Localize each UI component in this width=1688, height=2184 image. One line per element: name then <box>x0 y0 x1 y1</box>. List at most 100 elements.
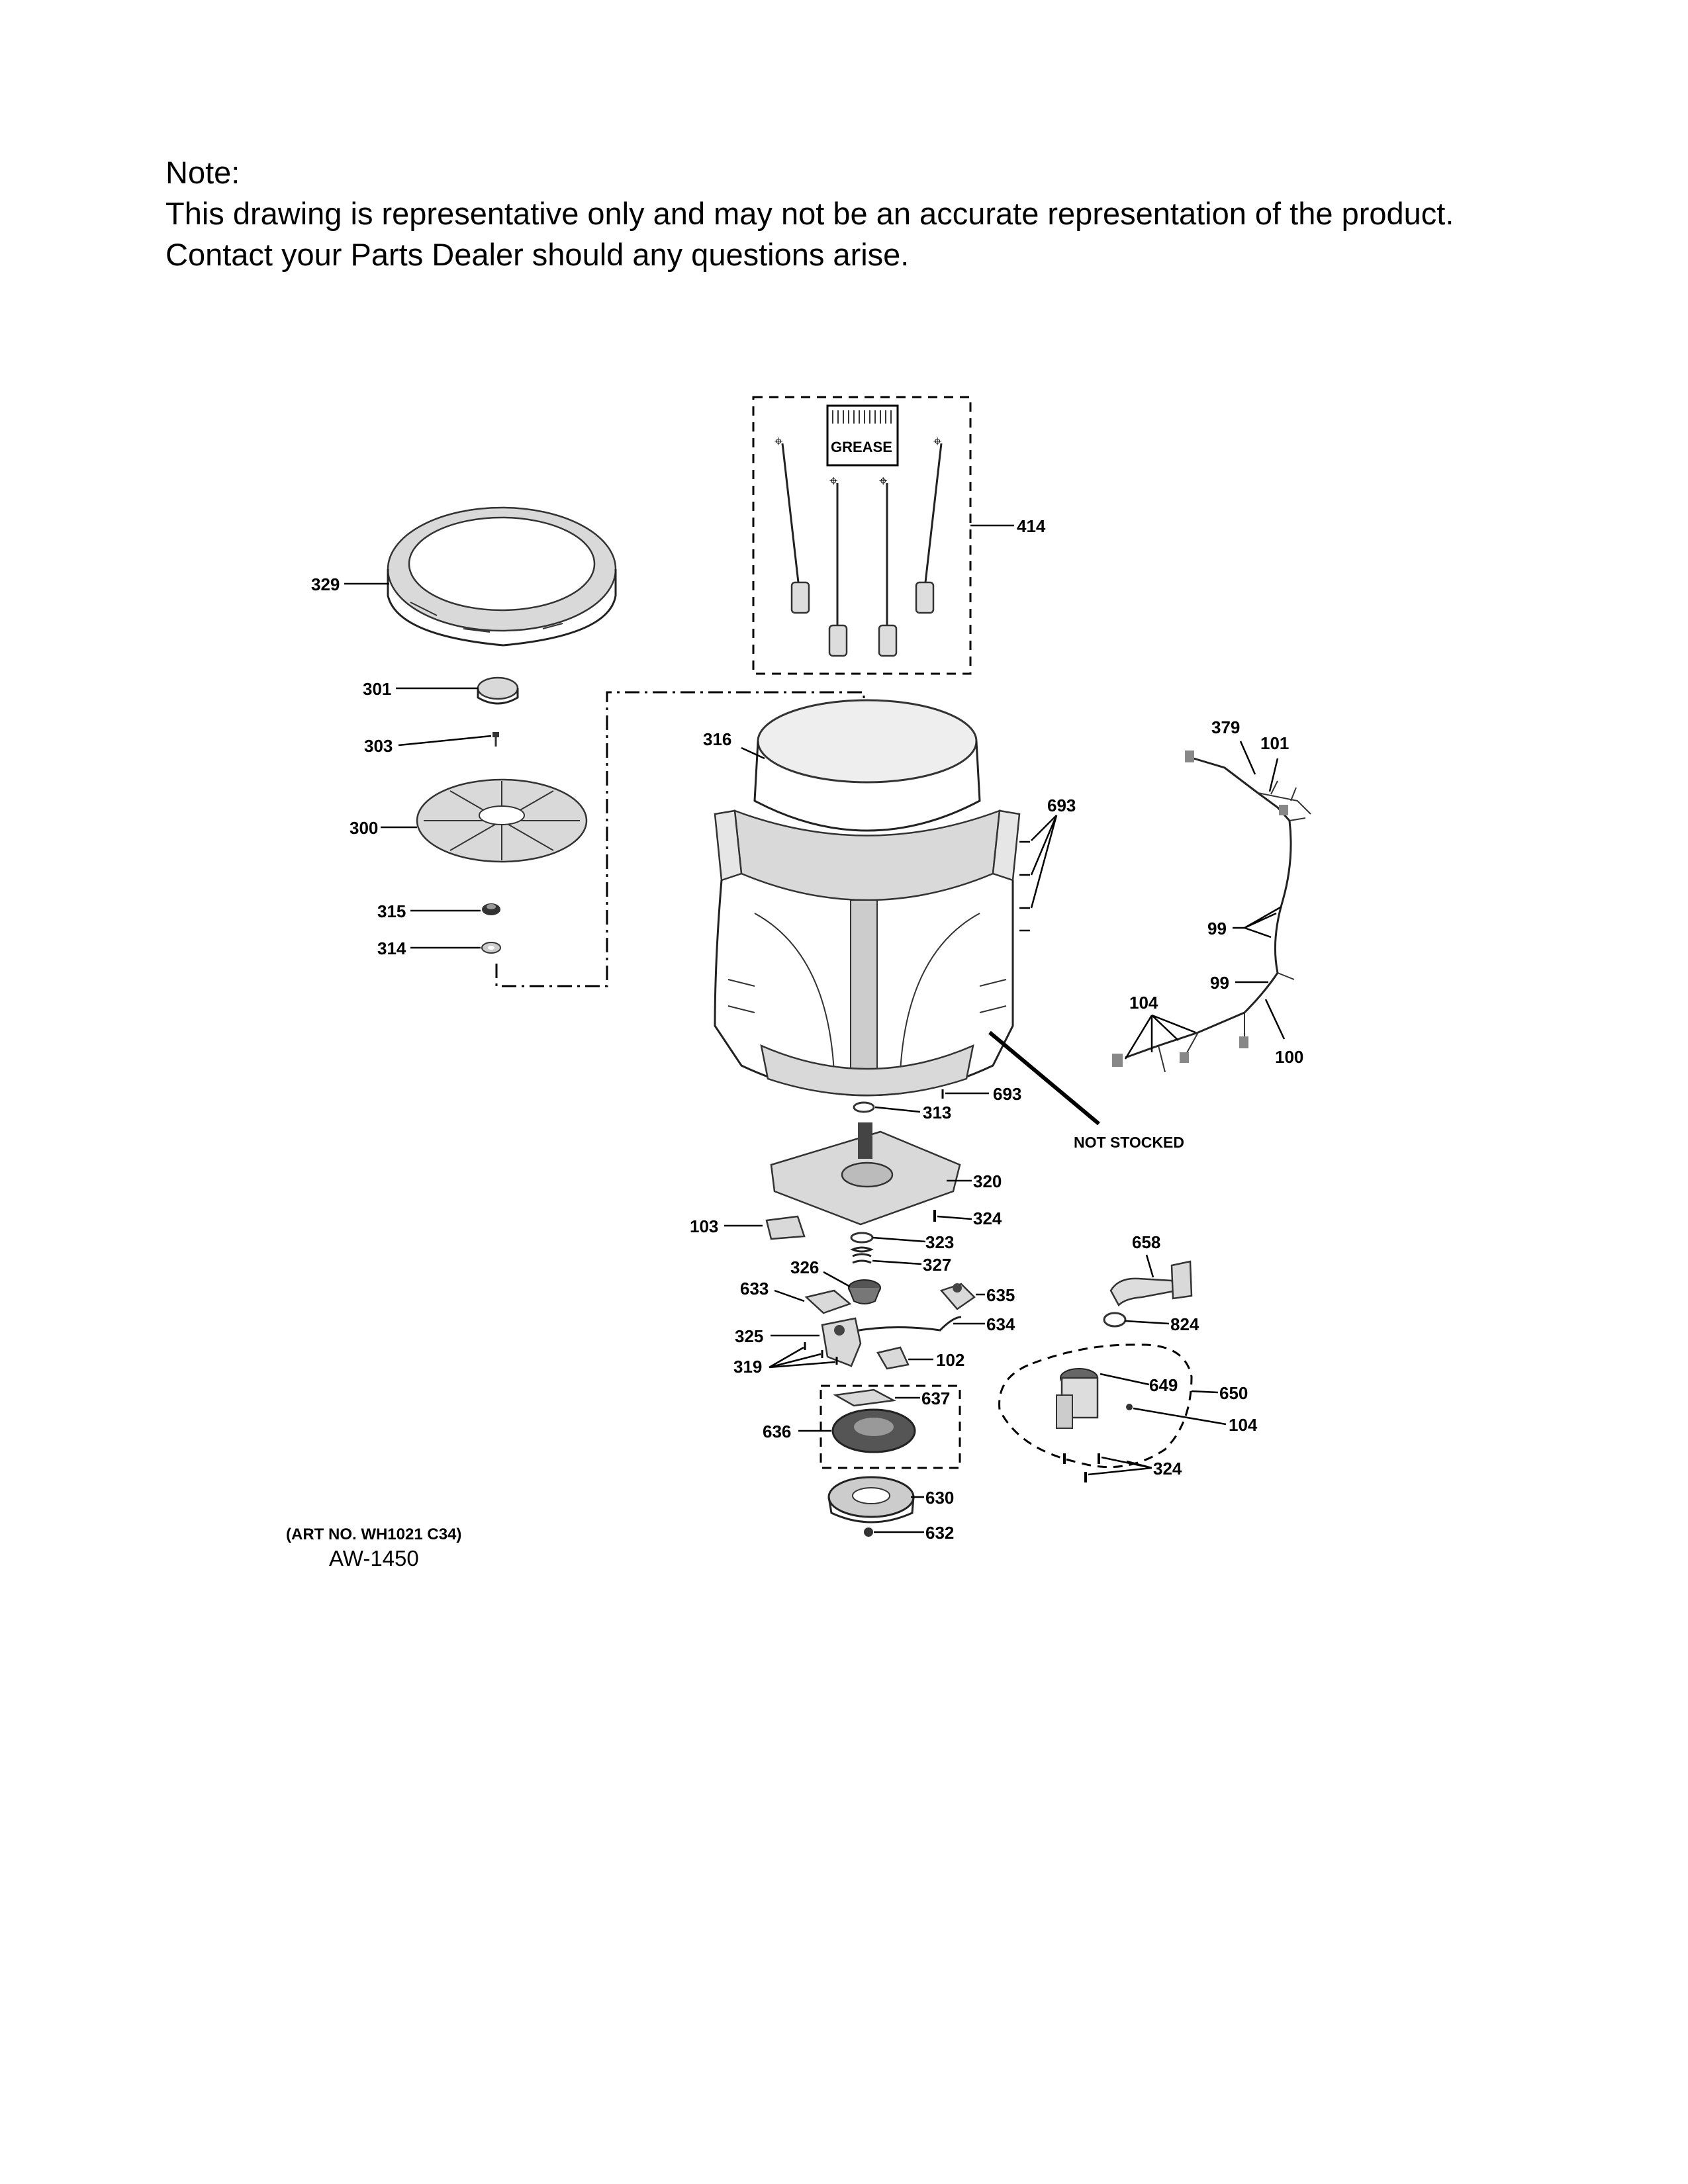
leader-649 <box>1100 1373 1150 1386</box>
wire-harness-main <box>1112 751 1311 1073</box>
callout-104-upper: 104 <box>1129 993 1158 1013</box>
svg-text:⌖: ⌖ <box>879 473 887 489</box>
screws-319 <box>804 1342 838 1365</box>
impeller-wash-plate <box>416 778 588 863</box>
hub-nut-315 <box>482 903 500 915</box>
callout-320: 320 <box>973 1171 1002 1191</box>
wire-harness-634 <box>850 1316 962 1333</box>
callout-301: 301 <box>363 679 391 699</box>
callout-693-lower: 693 <box>993 1084 1021 1104</box>
callout-632: 632 <box>925 1523 954 1543</box>
bracket-103 <box>765 1215 806 1240</box>
grease-label: GREASE <box>831 439 892 455</box>
bracket-633 <box>804 1289 852 1314</box>
bolt-632 <box>864 1527 873 1537</box>
callout-99-lower: 99 <box>1210 973 1229 993</box>
svg-text:⌖: ⌖ <box>829 473 837 489</box>
callout-319: 319 <box>733 1357 762 1377</box>
leader-99-upper <box>1233 905 1282 938</box>
drawing-id: AW-1450 <box>329 1546 419 1570</box>
callout-315: 315 <box>377 901 406 921</box>
stator-636 <box>831 1408 916 1453</box>
callout-635: 635 <box>986 1285 1015 1305</box>
callout-100: 100 <box>1275 1047 1303 1067</box>
leader-303 <box>398 735 492 747</box>
callout-630: 630 <box>925 1488 954 1508</box>
callout-316: 316 <box>703 729 731 749</box>
callout-325: 325 <box>735 1326 763 1346</box>
svg-text:⌖: ⌖ <box>774 433 782 449</box>
drain-pump-649 <box>1056 1368 1099 1429</box>
drain-hose-658 <box>1109 1260 1193 1307</box>
callout-326: 326 <box>790 1257 819 1277</box>
leader-not-stocked <box>988 1030 1100 1126</box>
leader-327 <box>872 1259 922 1265</box>
callout-99-upper: 99 <box>1207 919 1227 938</box>
callout-824: 824 <box>1170 1314 1199 1334</box>
washer-314 <box>481 942 501 954</box>
bearing-plate-320 <box>770 1122 961 1226</box>
note-heading: Note: <box>165 155 240 190</box>
sensor-635 <box>939 1283 976 1310</box>
note-line-2: Contact your Parts Dealer should any que… <box>165 237 910 272</box>
callout-329: 329 <box>311 574 340 594</box>
suspension-kit-box <box>752 396 972 675</box>
callout-633: 633 <box>740 1279 769 1298</box>
leader-326 <box>823 1271 851 1288</box>
art-number: (ART NO. WH1021 C34) <box>286 1525 462 1543</box>
callout-634: 634 <box>986 1314 1015 1334</box>
leader-658 <box>1145 1254 1154 1278</box>
leader-650 <box>1191 1390 1219 1394</box>
callout-636: 636 <box>763 1422 791 1441</box>
note-block: Note: This drawing is representative onl… <box>165 152 1454 275</box>
bracket-102 <box>876 1346 910 1370</box>
not-stocked-label: NOT STOCKED <box>1074 1134 1184 1151</box>
callout-327: 327 <box>923 1255 951 1275</box>
callout-313: 313 <box>923 1103 951 1122</box>
callout-101: 101 <box>1260 733 1289 753</box>
screws-324-lower <box>1063 1453 1100 1482</box>
leader-313 <box>874 1106 921 1113</box>
assembly-connector-line <box>495 691 865 987</box>
callout-300: 300 <box>350 818 378 838</box>
callout-658: 658 <box>1132 1232 1160 1252</box>
callout-379: 379 <box>1211 717 1240 737</box>
callout-649: 649 <box>1149 1375 1178 1395</box>
leader-316 <box>741 747 765 760</box>
grease-packet: GREASE <box>826 404 899 467</box>
svg-text:⌖: ⌖ <box>933 433 941 449</box>
callout-637: 637 <box>921 1388 950 1408</box>
leader-319 <box>769 1346 836 1369</box>
leader-824 <box>1125 1320 1170 1325</box>
callout-650: 650 <box>1219 1383 1248 1403</box>
leader-104-lower <box>1133 1407 1227 1426</box>
note-line-1: This drawing is representative only and … <box>165 196 1454 231</box>
coupling-326 <box>848 1279 881 1304</box>
callout-303: 303 <box>364 736 393 756</box>
leader-633 <box>774 1289 805 1302</box>
leader-324 <box>937 1215 972 1220</box>
callout-323: 323 <box>925 1232 954 1252</box>
leader-100 <box>1264 999 1286 1040</box>
motor-kit-box <box>820 1385 961 1469</box>
bolt-303 <box>492 732 499 747</box>
tub-cover-ring <box>387 506 617 647</box>
callout-314: 314 <box>377 938 406 958</box>
wash-tub-assembly <box>714 699 1021 1097</box>
spring-327 <box>850 1246 874 1264</box>
callout-414: 414 <box>1017 516 1046 536</box>
rotor-630 <box>827 1476 915 1524</box>
seal-313 <box>853 1101 875 1113</box>
callout-103: 103 <box>690 1216 718 1236</box>
leader-323 <box>872 1236 926 1243</box>
callout-693-upper: 693 <box>1047 796 1076 815</box>
washer-323 <box>850 1232 874 1244</box>
screw-104 <box>1126 1404 1133 1410</box>
agitator-cap <box>477 676 519 705</box>
callout-324-lower: 324 <box>1153 1459 1182 1479</box>
pump-kit-outline <box>998 1343 1193 1469</box>
suspension-rods: ⌖ ⌖ ⌖ ⌖ <box>774 433 943 657</box>
shifter-325 <box>821 1317 862 1367</box>
leader-101 <box>1268 758 1279 792</box>
